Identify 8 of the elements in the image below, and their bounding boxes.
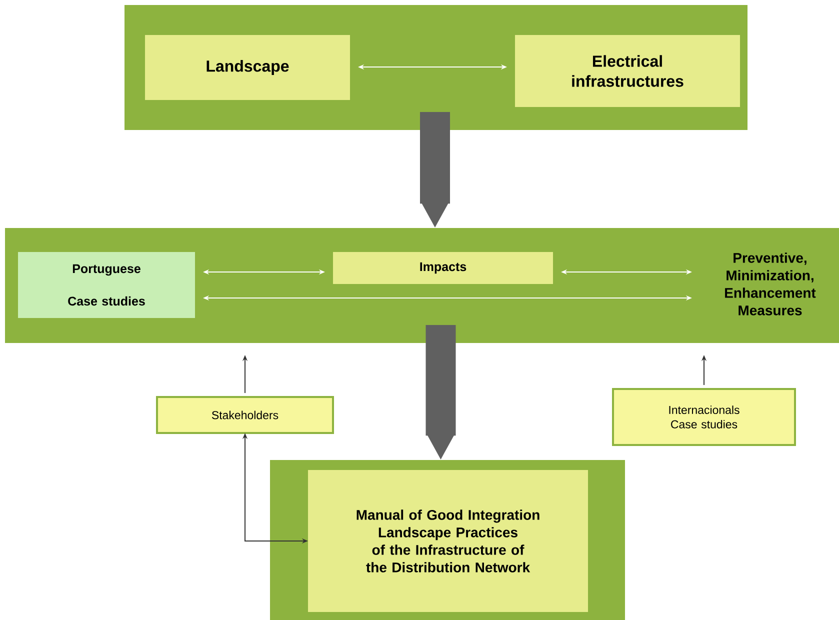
stakeholder-box: Stakeholders xyxy=(156,396,334,434)
impact-box: Impacts xyxy=(333,252,553,284)
manual-box: Manual of Good Integration Landscape Practices of the Infrastructure of the Distribution Network xyxy=(308,470,588,612)
case-box: Portuguese Case studies xyxy=(18,252,195,318)
concept-box: Landscape xyxy=(145,35,350,100)
case-box: Internacionals Case studies xyxy=(612,388,796,446)
concept-box: Electrical infrastructures xyxy=(515,35,740,107)
measures-text: Preventive, Minimization, Enhancement Measures xyxy=(725,252,816,316)
